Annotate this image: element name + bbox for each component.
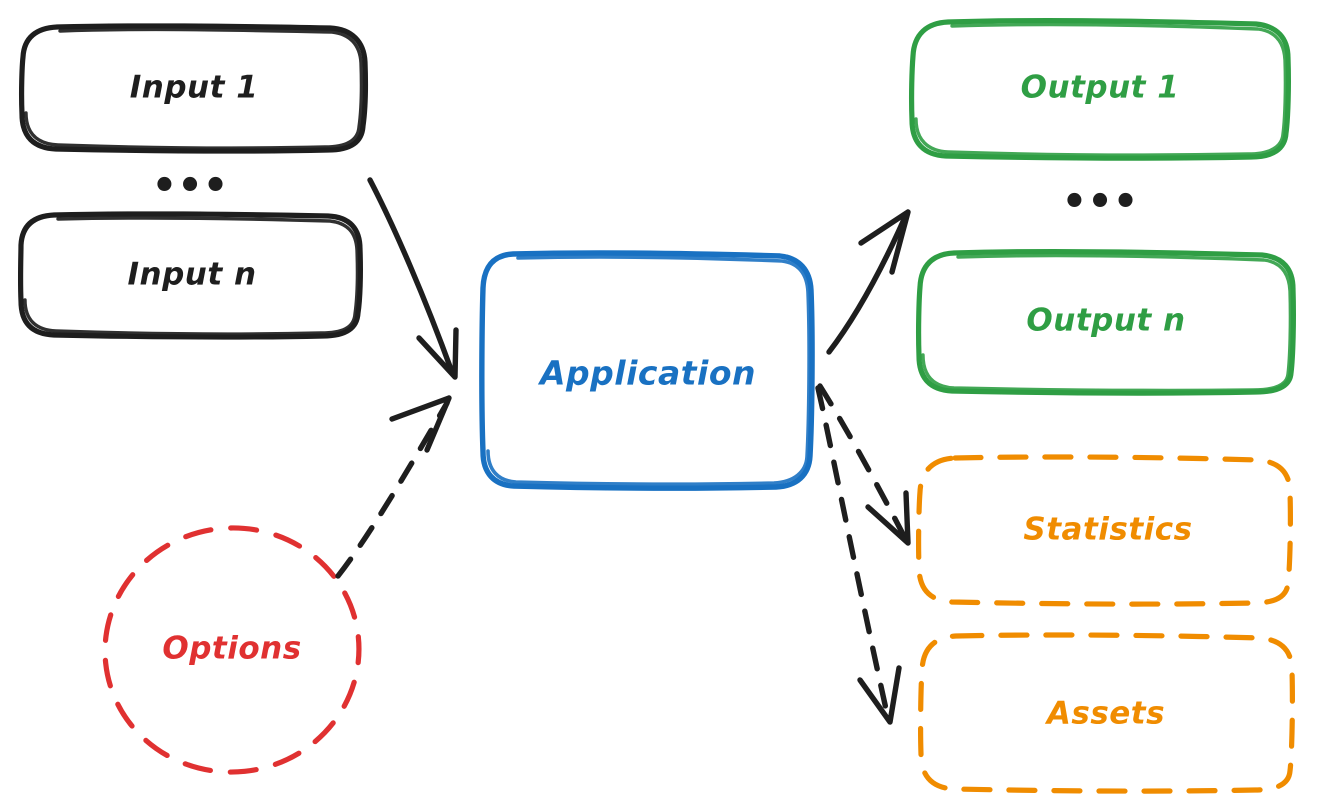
- application-to-outputs-line: [826, 212, 909, 355]
- application-to-assets-arrowhead: [857, 665, 902, 725]
- inputs-to-application-line: [367, 177, 455, 375]
- edge-inputs-to-application: [367, 177, 459, 380]
- input-n-label: Input n: [127, 257, 256, 293]
- node-options[interactable]: Options: [93, 515, 371, 784]
- application-to-statistics-arrowhead: [865, 490, 911, 546]
- application-box-outline-second-pass: [486, 255, 811, 486]
- application-to-assets-line: [815, 385, 891, 721]
- input-1-box-outline: [18, 23, 368, 154]
- options-to-application-arrowhead: [389, 395, 452, 453]
- application-label: Application: [537, 354, 756, 393]
- node-input-1[interactable]: Input 1: [18, 23, 368, 154]
- options-to-application-line: [335, 400, 450, 579]
- application-box-outline: [479, 250, 815, 491]
- statistics-label: Statistics: [1023, 512, 1192, 548]
- node-statistics[interactable]: Statistics: [915, 454, 1293, 607]
- input-n-box-outline-second-pass: [23, 216, 360, 336]
- node-output-1[interactable]: Output 1: [908, 17, 1291, 161]
- output-n-box-outline: [915, 248, 1296, 396]
- assets-box-outline: [917, 632, 1295, 794]
- node-application[interactable]: Application: [479, 250, 815, 491]
- statistics-box-outline: [915, 454, 1293, 607]
- output-n-box-outline-second-pass: [921, 253, 1293, 393]
- node-assets[interactable]: Assets: [917, 632, 1295, 794]
- output-1-box-outline: [908, 17, 1291, 161]
- edge-options-to-application: [335, 395, 452, 579]
- application-to-outputs-arrowhead: [858, 209, 911, 275]
- application-to-statistics-line: [817, 383, 909, 543]
- node-output-n[interactable]: Output n: [915, 248, 1296, 396]
- edge-application-to-assets: [815, 385, 902, 725]
- edge-application-to-outputs: [826, 209, 911, 355]
- options-circle-outline: [102, 525, 362, 775]
- inputs-to-application-arrowhead: [416, 327, 459, 380]
- node-input-n[interactable]: Input n: [17, 211, 363, 340]
- output-n-label: Output n: [1026, 303, 1185, 339]
- input-1-box-outline-second-pass: [24, 27, 364, 150]
- output-ellipsis: •••: [1062, 179, 1139, 225]
- assets-label: Assets: [1044, 696, 1165, 732]
- input-n-box-outline: [17, 211, 363, 340]
- edge-application-to-statistics: [817, 383, 911, 546]
- output-1-label: Output 1: [1021, 70, 1180, 106]
- output-1-box-outline-second-pass: [914, 22, 1288, 157]
- input-1-label: Input 1: [130, 70, 259, 106]
- options-label: Options: [162, 631, 301, 667]
- input-ellipsis: •••: [152, 163, 229, 209]
